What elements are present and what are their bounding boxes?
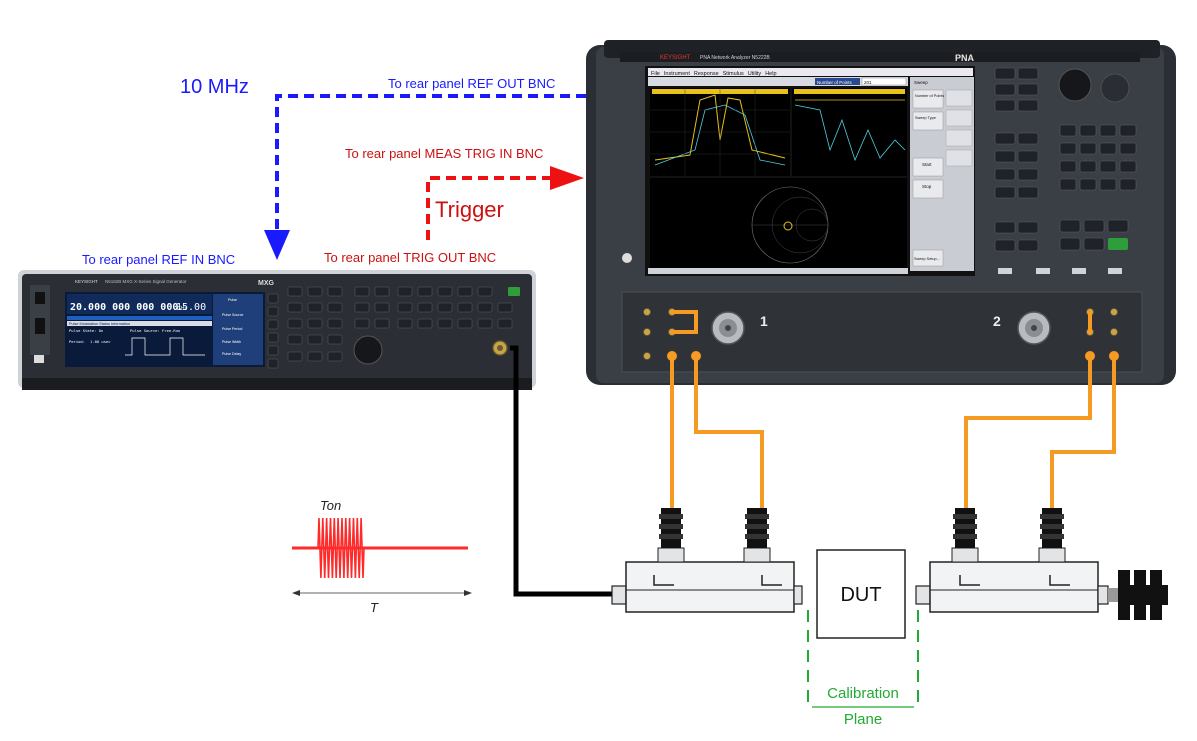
coupler-1-port-b <box>743 508 771 563</box>
sg-brand: KEYSIGHT <box>75 279 98 284</box>
sg-amplitude: 15.00 <box>176 302 206 313</box>
cable-vna-d-to-coupler-2b <box>1050 356 1116 510</box>
vna-power-button[interactable] <box>622 253 632 263</box>
rear-ref-in-label: To rear panel REF IN BNC <box>82 252 235 267</box>
termination-load <box>1108 570 1168 620</box>
pulse-waveform <box>292 517 472 596</box>
svg-text:Stop: Stop <box>922 184 932 189</box>
coupler-1-port-a <box>657 508 685 563</box>
rear-trig-out-label: To rear panel TRIG OUT BNC <box>324 250 496 265</box>
vna-series: PNA <box>955 53 975 63</box>
coupler-1 <box>611 508 803 613</box>
svg-text:Pulse Modulation Status Inform: Pulse Modulation Status Information <box>69 322 130 326</box>
softkey-start[interactable] <box>912 157 944 177</box>
coupler-cables <box>670 356 1116 510</box>
softkey-sweep-type[interactable] <box>912 111 944 131</box>
smith-chart-window <box>650 178 907 268</box>
svg-text:Pulse State: On: Pulse State: On <box>69 328 103 333</box>
points-label: Number of Points <box>817 80 853 85</box>
vna-entry-keypad[interactable] <box>1059 124 1137 251</box>
sg-power-button[interactable] <box>34 355 44 363</box>
signal-generator: KEYSIGHT N5182B MXG X-Series Signal Gene… <box>18 270 536 390</box>
svg-text:Pulse: Pulse <box>228 298 237 302</box>
vna-instrument-keys[interactable] <box>994 67 1039 252</box>
trigger-label: Trigger <box>435 197 504 222</box>
plane-label: Plane <box>844 711 882 728</box>
sg-frequency: 20.000 000 000 000 <box>70 302 178 313</box>
sg-preset-key[interactable] <box>508 287 520 296</box>
svg-text:2: 2 <box>993 313 1001 329</box>
vna-model-title: PNA Network Analyzer N5222B <box>700 55 770 61</box>
vna-brand: KEYSIGHT <box>660 55 691 61</box>
cable-vna-b-to-coupler-1b <box>694 356 764 510</box>
menu-instrument[interactable]: Instrument <box>664 71 690 77</box>
period-label: T <box>370 600 379 615</box>
svg-text:Start: Start <box>922 162 932 167</box>
vna-rotary-knob[interactable] <box>1058 68 1092 102</box>
menu-help[interactable]: Help <box>765 71 776 77</box>
softkey-stop[interactable] <box>912 179 944 199</box>
svg-text:201: 201 <box>864 80 872 85</box>
vna-instrument: KEYSIGHT PNA Network Analyzer N5222B PNA… <box>586 40 1176 385</box>
svg-text:GHz: GHz <box>177 306 188 312</box>
vna-port-2 <box>1017 311 1051 345</box>
rear-ref-out-label: To rear panel REF OUT BNC <box>388 76 555 91</box>
ton-label: Ton <box>320 498 341 513</box>
cable-vna-c-to-coupler-2a <box>964 356 1092 510</box>
rear-meas-trig-in-label: To rear panel MEAS TRIG IN BNC <box>345 146 543 161</box>
rf-cable-sg-to-coupler <box>510 345 612 597</box>
svg-text:1: 1 <box>760 313 768 329</box>
preset-key[interactable] <box>1108 238 1128 250</box>
svg-text:Pulse Source: Pulse Source <box>222 313 243 317</box>
dut-label: DUT <box>840 584 881 606</box>
coupler-2 <box>915 508 1168 620</box>
menu-stimulus[interactable]: Stimulus <box>723 71 744 77</box>
sg-rotary-knob[interactable] <box>353 335 383 365</box>
svg-text:1.00 usec: 1.00 usec <box>90 339 111 344</box>
svg-text:Pulse Source: Free-Run: Pulse Source: Free-Run <box>130 328 180 333</box>
svg-text:Period:: Period: <box>69 339 85 344</box>
menu-response[interactable]: Response <box>694 71 719 77</box>
softkey-number-of-points[interactable] <box>912 89 944 109</box>
menu-file[interactable]: File <box>651 71 660 77</box>
svg-text:Sweep Type: Sweep Type <box>915 116 936 120</box>
ref-10mhz-connection <box>264 94 586 260</box>
sg-keypad[interactable] <box>287 286 513 362</box>
svg-text:Sweep Setup...: Sweep Setup... <box>914 257 940 261</box>
sg-series: MXG <box>258 280 275 287</box>
sg-softkey-buttons[interactable] <box>267 293 279 369</box>
trigger-connection <box>426 166 584 240</box>
trace-window-2 <box>792 88 907 176</box>
sg-model-title: N5182B MXG X-Series Signal Generator <box>105 279 187 284</box>
svg-text:Pulse Period: Pulse Period <box>222 327 242 331</box>
menu-utility[interactable]: Utility <box>748 71 762 77</box>
svg-text:Sweep: Sweep <box>914 80 928 85</box>
vna-port-1 <box>711 311 745 345</box>
vna-right-softkeys[interactable] <box>945 89 973 167</box>
coupler-2-port-b <box>1038 508 1066 563</box>
svg-text:Pulse Delay: Pulse Delay <box>222 352 241 356</box>
vna-arrow-pad[interactable] <box>1100 73 1130 103</box>
softkey-sweep-setup[interactable] <box>912 249 944 267</box>
points-input[interactable] <box>861 77 907 86</box>
svg-text:Pulse Width: Pulse Width <box>222 340 241 344</box>
coupler-2-port-a <box>951 508 979 563</box>
dut-block: DUT <box>816 549 906 639</box>
calibration-label: Calibration <box>827 685 899 702</box>
calibration-plane <box>807 610 919 710</box>
svg-text:Number of Points: Number of Points <box>915 94 944 98</box>
pulse-burst-path <box>317 517 365 579</box>
ten-mhz-label: 10 MHz <box>180 76 249 98</box>
